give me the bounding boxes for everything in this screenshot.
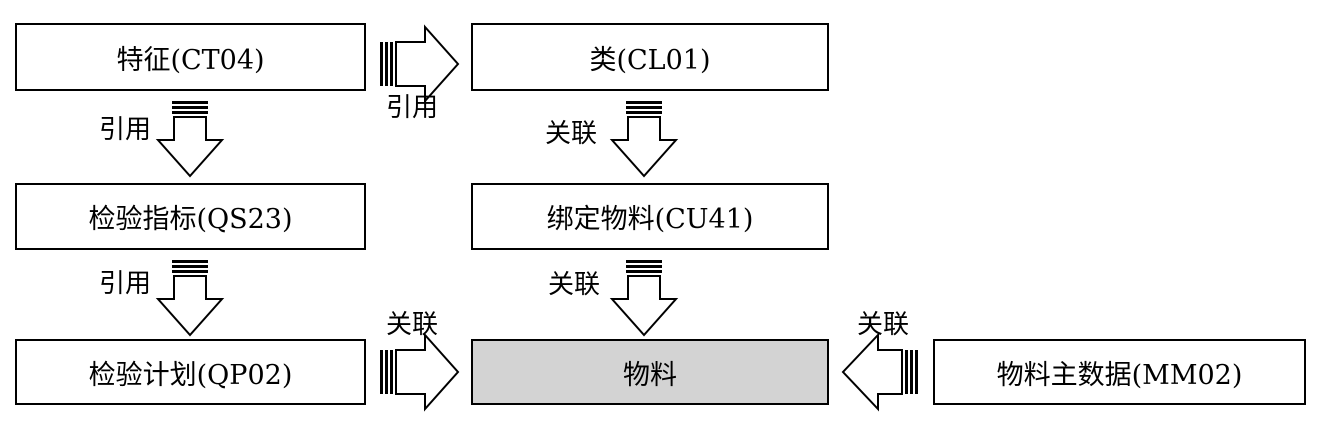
bind-material-box: 绑定物料(CU41) (471, 183, 829, 250)
feature-box: 特征(CT04) (15, 23, 366, 91)
inspection-plan-box-label: 检验计划(QP02) (88, 359, 293, 391)
arrow-char-to-plan (155, 260, 225, 337)
label-master-to-material: 关联 (857, 310, 910, 340)
inspection-char-box: 检验指标(QS23) (15, 183, 366, 250)
label-feature-to-char: 引用 (99, 115, 152, 145)
label-plan-to-material: 关联 (386, 310, 439, 340)
arrow-feature-to-class (380, 24, 460, 104)
arrow-feature-to-char (155, 101, 225, 178)
arrow-bind-to-material (609, 260, 679, 337)
label-class-to-bind: 关联 (545, 119, 598, 149)
material-box: 物料 (471, 339, 829, 405)
material-master-box: 物料主数据(MM02) (933, 339, 1306, 405)
arrow-plan-to-material (380, 332, 460, 412)
material-box-label: 物料 (623, 359, 677, 391)
bind-material-box-label: 绑定物料(CU41) (546, 204, 754, 235)
label-bind-to-material: 关联 (548, 270, 601, 300)
class-box: 类(CL01) (471, 23, 829, 91)
label-char-to-plan: 引用 (99, 269, 152, 299)
inspection-char-box-label: 检验指标(QS23) (88, 204, 293, 235)
class-box-label: 类(CL01) (589, 44, 711, 76)
feature-box-label: 特征(CT04) (116, 44, 265, 76)
arrow-master-to-material (841, 332, 918, 412)
label-feature-to-class: 引用 (386, 93, 439, 123)
arrow-class-to-bind (609, 101, 679, 178)
material-master-box-label: 物料主数据(MM02) (996, 359, 1243, 391)
inspection-plan-box: 检验计划(QP02) (15, 339, 366, 405)
